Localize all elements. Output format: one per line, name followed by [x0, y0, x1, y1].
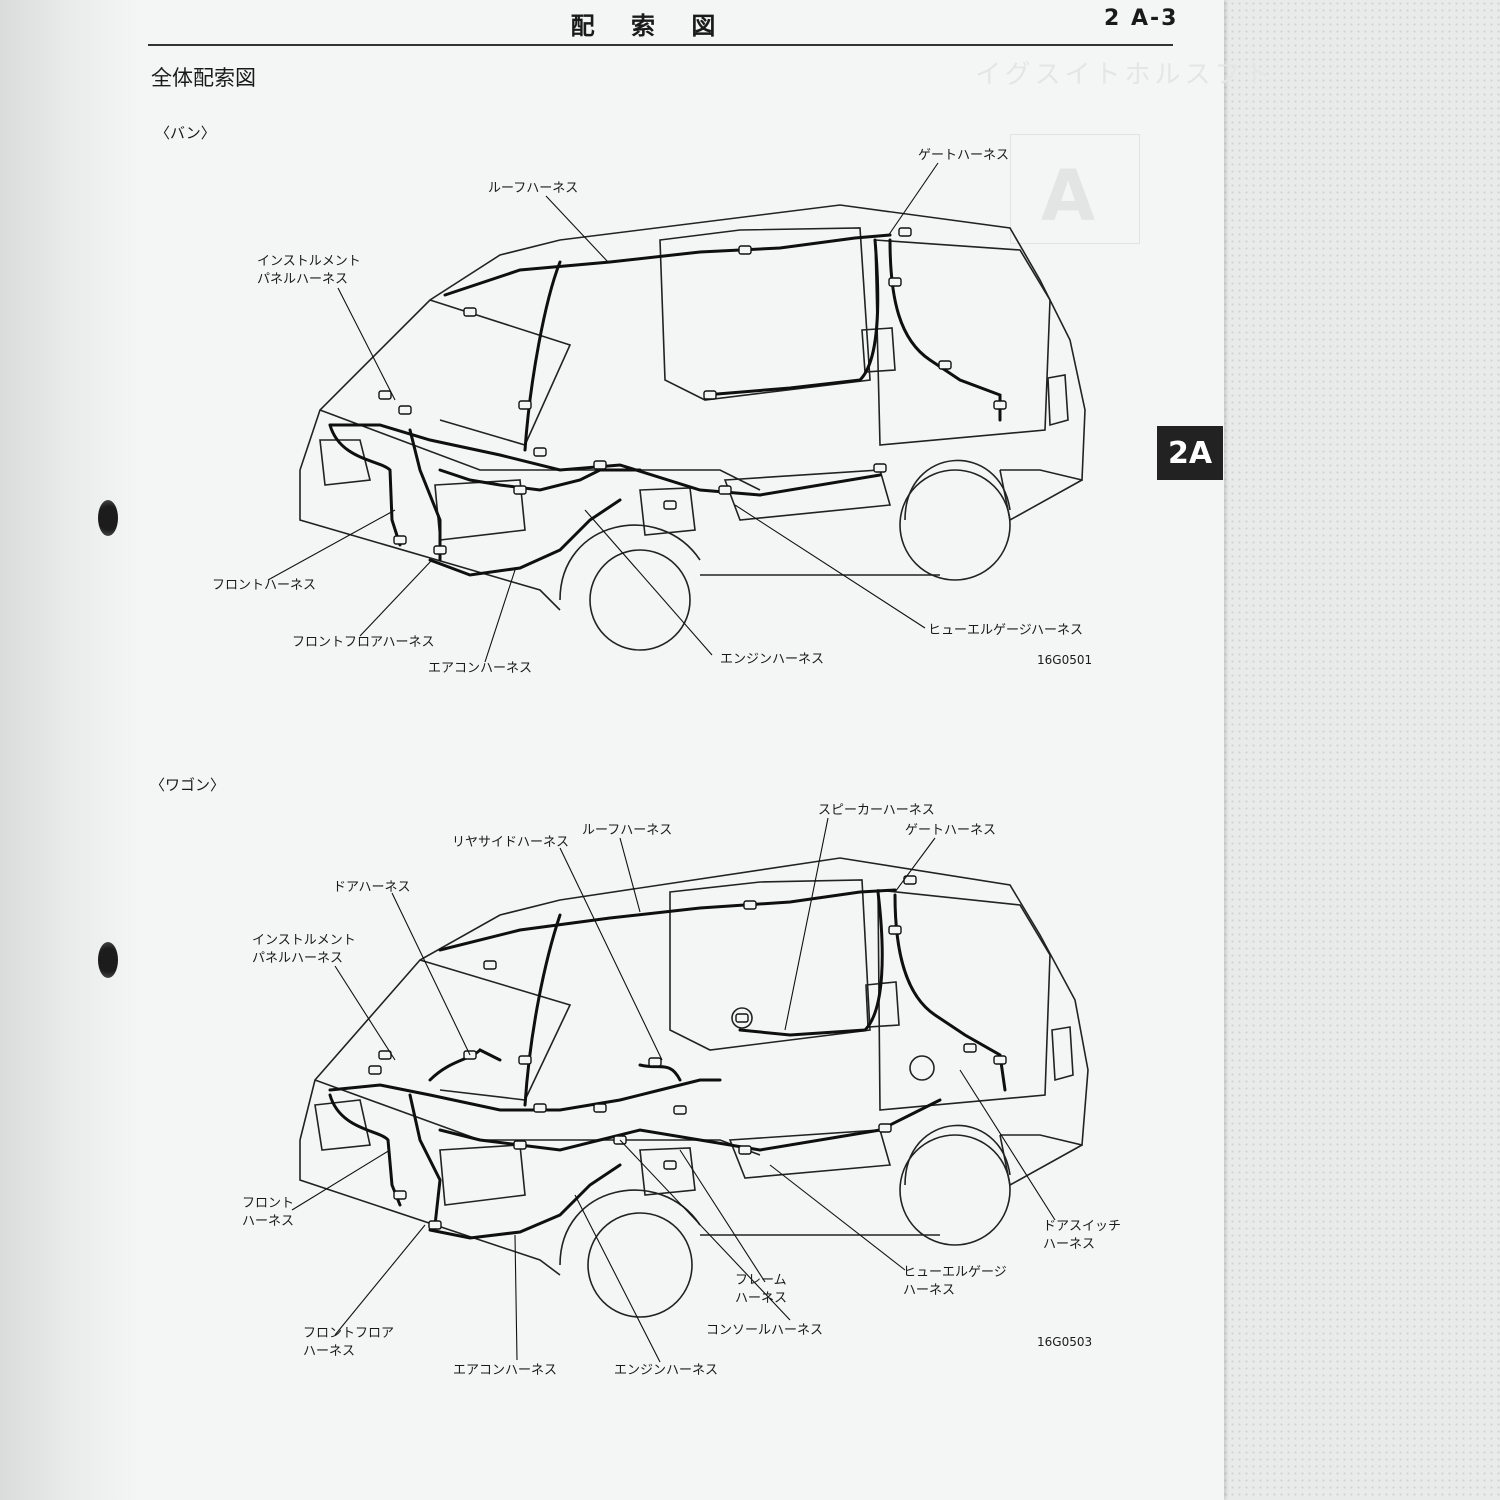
van-figure-code: 16G0501 — [1037, 653, 1093, 667]
wagon-connectors — [368, 875, 1007, 1230]
wagon-section-label: 〈ワゴン〉 — [150, 776, 226, 794]
page-title: 配 索 図 — [570, 12, 730, 40]
wagon-door-switch-harness-label: ドアスイッチ ハーネス — [1043, 1219, 1122, 1252]
wagon-front-floor-harness-label: フロントフロア ハーネス — [303, 1326, 395, 1359]
van-leader-lines — [267, 162, 939, 663]
bleed-through-letter: A — [1041, 155, 1096, 237]
van-aircon-harness-label: エアコンハーネス — [428, 661, 533, 676]
wagon-diagram — [291, 817, 1089, 1363]
binder-hole — [98, 500, 118, 536]
wagon-speaker-harness-label: スピーカーハーネス — [818, 803, 935, 818]
background-surface — [1222, 0, 1500, 1500]
van-harness-lines — [328, 233, 1002, 577]
van-instrument-panel-harness-label: インストルメント パネルハーネス — [257, 254, 361, 287]
binder-hole — [98, 942, 118, 978]
van-fuel-gauge-harness-label: ヒューエルゲージハーネス — [928, 623, 1083, 638]
wagon-body-outline — [299, 857, 1089, 1318]
binding-gutter — [0, 0, 140, 1500]
bleed-through-title: イグスイトホルスフト — [975, 60, 1275, 90]
wagon-leader-lines — [291, 817, 1056, 1363]
wagon-frame-harness-label: フレーム ハーネス — [735, 1273, 788, 1306]
wagon-instrument-panel-harness-label: インストルメント パネルハーネス — [252, 933, 356, 966]
van-gate-harness-label: ゲートハーネス — [918, 148, 1010, 163]
wagon-fuel-gauge-harness-label: ヒューエルゲージ ハーネス — [903, 1265, 1007, 1298]
page-number: 2 A-3 — [1104, 6, 1179, 31]
wagon-aircon-harness-label: エアコンハーネス — [453, 1363, 558, 1378]
van-engine-harness-label: エンジンハーネス — [720, 652, 825, 667]
wagon-gate-harness-label: ゲートハーネス — [905, 823, 997, 838]
van-roof-harness-label: ルーフハーネス — [488, 181, 579, 196]
wagon-figure-code: 16G0503 — [1037, 1335, 1093, 1349]
van-body-outline — [299, 204, 1086, 651]
wagon-harness-lines — [328, 888, 1007, 1240]
bleed-through-box: A — [1010, 134, 1140, 244]
section-tab[interactable]: 2A — [1157, 426, 1223, 480]
van-front-floor-harness-label: フロントフロアハーネス — [292, 635, 435, 650]
header-rule — [148, 44, 1173, 46]
van-front-harness-label: フロントハーネス — [212, 578, 317, 593]
wagon-door-harness-label: ドアハーネス — [333, 880, 411, 895]
wagon-engine-harness-label: エンジンハーネス — [614, 1363, 719, 1378]
wagon-roof-harness-label: ルーフハーネス — [582, 823, 673, 838]
section-title: 全体配索図 — [151, 66, 256, 90]
van-section-label: 〈バン〉 — [155, 124, 216, 142]
wagon-console-harness-label: コンソールハーネス — [706, 1323, 824, 1338]
wagon-rear-side-harness-label: リヤサイドハーネス — [452, 835, 570, 850]
wagon-front-harness-label: フロント ハーネス — [242, 1196, 295, 1229]
van-diagram — [267, 162, 1086, 663]
